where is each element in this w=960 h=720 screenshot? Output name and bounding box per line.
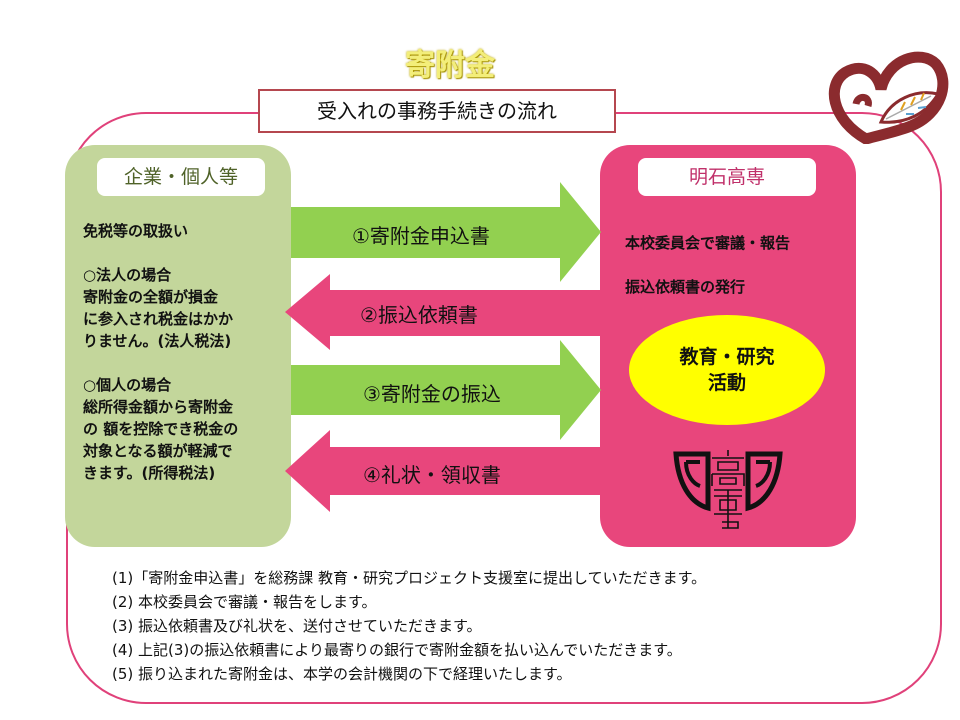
arrow-3-label: ③寄附金の振込: [363, 382, 501, 406]
tax-info-individual: ○個人の場合 総所得金額から寄附金 の 額を控除でき税金の 対象となる額が軽減で…: [83, 376, 239, 482]
donor-panel: [65, 145, 291, 547]
arrow-1-label: ①寄附金申込書: [352, 224, 490, 248]
arrow-3-shape: [291, 340, 601, 440]
arrow-1-shape: [291, 182, 601, 282]
school-emblem-icon: [673, 450, 783, 529]
arrow-4-label: ④礼状・領収書: [363, 463, 501, 487]
subtitle-box: 受入れの事務手続きの流れ: [258, 89, 616, 133]
note-item: (3) 振込依頼書及び礼状を、送付させていただきます。: [112, 617, 482, 635]
donor-panel-label: 企業・個人等: [97, 158, 265, 196]
education-research-ellipse: 教育・研究 活動: [629, 315, 825, 425]
tax-info-heading: 免税等の取扱い: [83, 222, 189, 240]
tax-info: 免税等の取扱い ○法人の場合 寄附金の全額が損金 に参入され税金はかか りません…: [83, 220, 293, 506]
note-item: (4) 上記(3)の振込依頼書により最寄りの銀行で寄附金額を払い込んでいただきま…: [112, 641, 682, 659]
note-item: (2) 本校委員会で審議・報告をします。: [112, 593, 377, 611]
committee-review-text: 本校委員会で審議・報告: [625, 234, 791, 252]
arrow-2-shape: [285, 274, 600, 350]
page-title: 寄附金: [405, 48, 495, 83]
arrow-4-shape: [285, 430, 600, 512]
arrow-2-label: ②振込依頼書: [360, 303, 478, 327]
transfer-request-text: 振込依頼書の発行: [625, 278, 746, 296]
note-item: (5) 振り込まれた寄附金は、本学の会計機関の下で経理いたします。: [112, 665, 572, 683]
note-item: (1)「寄附金申込書」を総務課 教育・研究プロジェクト支援室に提出していただきま…: [112, 569, 707, 587]
tax-info-corporate: ○法人の場合 寄附金の全額が損金 に参入され税金はかか りません。(法人税法): [83, 266, 234, 350]
procedure-notes: (1)「寄附金申込書」を総務課 教育・研究プロジェクト支援室に提出していただきま…: [112, 566, 706, 686]
heart-leaf-logo-icon: [828, 51, 949, 144]
school-panel-label: 明石高専: [638, 158, 816, 196]
